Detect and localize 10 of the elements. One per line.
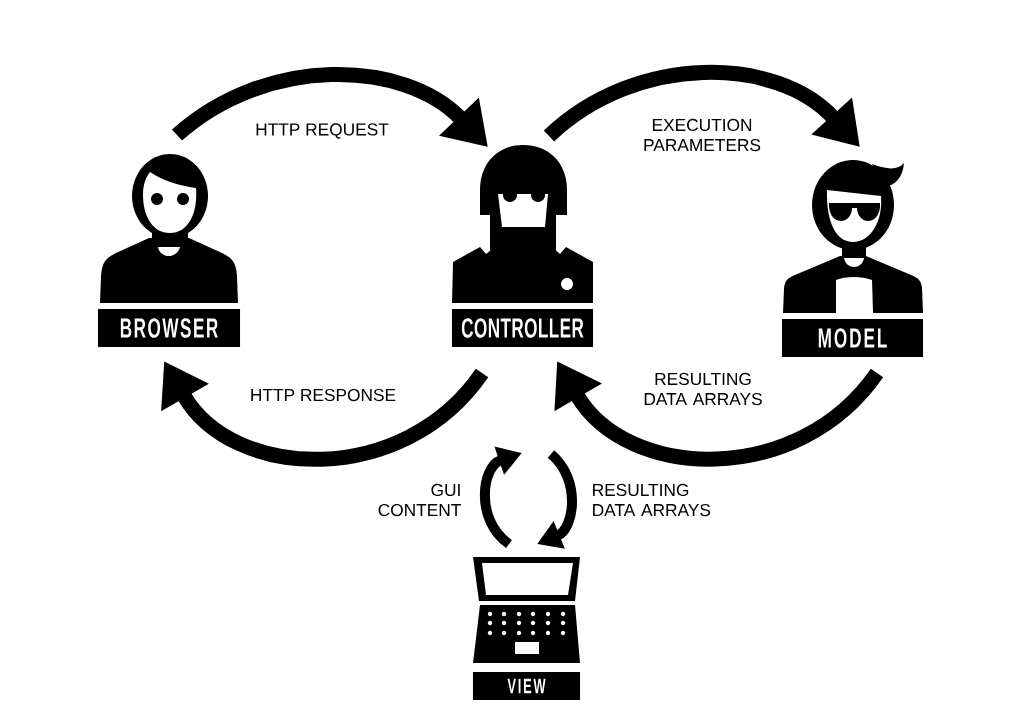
label-bar: BROWSER: [97, 309, 241, 347]
edge-label: RESULTING DATA ARRAYS: [593, 483, 711, 517]
label-bar: MODEL: [781, 319, 924, 357]
edge-label: GUI CONTENT: [378, 483, 461, 517]
label-bar: VIEW: [472, 672, 581, 700]
edge-label: EXECUTION PARAMETERS: [644, 118, 761, 152]
edge-label: HTTP REQUEST: [256, 123, 389, 139]
edge-label: HTTP RESPONSE: [251, 388, 396, 402]
edge-label: RESULTING DATA ARRAYS: [644, 372, 762, 406]
label-bar: CONTROLLER: [451, 309, 594, 347]
